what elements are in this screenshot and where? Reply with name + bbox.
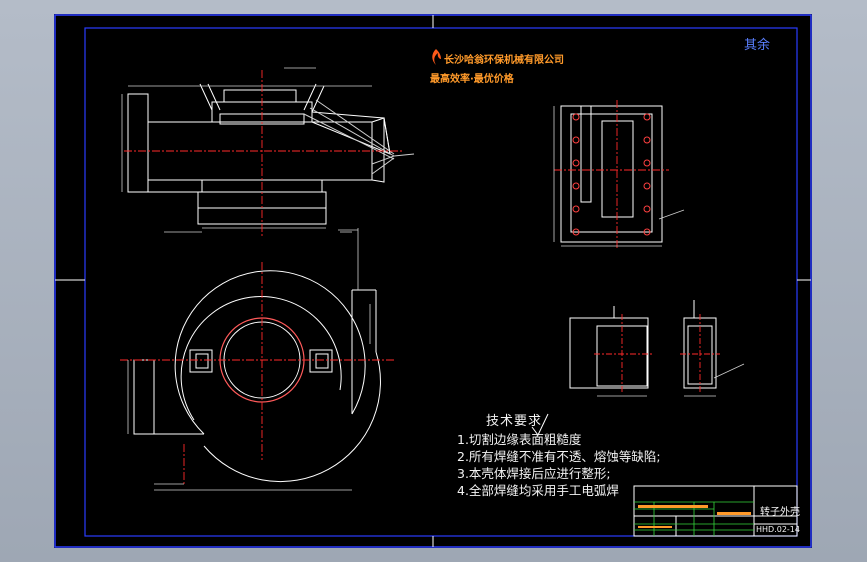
tech-requirement-1: 1.切割边缘表面粗糙度 xyxy=(457,432,582,447)
company-logo-icon xyxy=(432,49,441,65)
section-centerlines xyxy=(594,314,720,394)
flange-side-view xyxy=(560,105,663,243)
tech-requirement-4: 4.全部焊缝均采用手工电弧焊 xyxy=(457,483,619,498)
drawing-canvas xyxy=(54,14,812,548)
surface-finish-note: 其余 xyxy=(744,38,771,53)
front-view-centerline xyxy=(124,70,404,236)
part-name: 转子外壳 xyxy=(760,507,800,518)
flange-dimensions xyxy=(553,106,685,247)
title-block-labels xyxy=(638,505,751,528)
inner-frame xyxy=(84,27,798,537)
title-block xyxy=(633,485,798,537)
tech-requirement-2: 2.所有焊缝不准有不透、熔蚀等缺陷; xyxy=(457,449,661,464)
plan-view-centerline xyxy=(120,262,396,484)
drawing-sheet: 长沙哈翁环保机械有限公司 最高效率·最优价格 其余 技术要求 1.切割边缘表面粗… xyxy=(54,14,812,548)
plan-view xyxy=(133,270,381,491)
tech-requirements-title: 技术要求 xyxy=(486,414,543,429)
section-dimensions xyxy=(597,363,745,397)
flange-centerline xyxy=(554,100,669,248)
company-slogan: 最高效率·最优价格 xyxy=(430,74,514,85)
flange-bolt-holes xyxy=(572,113,651,236)
company-name: 长沙哈翁环保机械有限公司 xyxy=(444,55,564,66)
tech-requirement-3: 3.本壳体焊接后应进行整形; xyxy=(457,466,611,481)
outer-border xyxy=(54,14,812,548)
front-view-dimensions xyxy=(121,67,372,233)
frame-center-marks xyxy=(55,15,811,547)
section-view-a xyxy=(569,306,649,389)
roughness-symbol xyxy=(531,413,549,436)
plan-view-dimensions xyxy=(127,228,371,485)
drawing-number: HHD.02-14 xyxy=(756,525,800,534)
front-view xyxy=(127,83,415,225)
title-block-cells xyxy=(634,501,754,536)
